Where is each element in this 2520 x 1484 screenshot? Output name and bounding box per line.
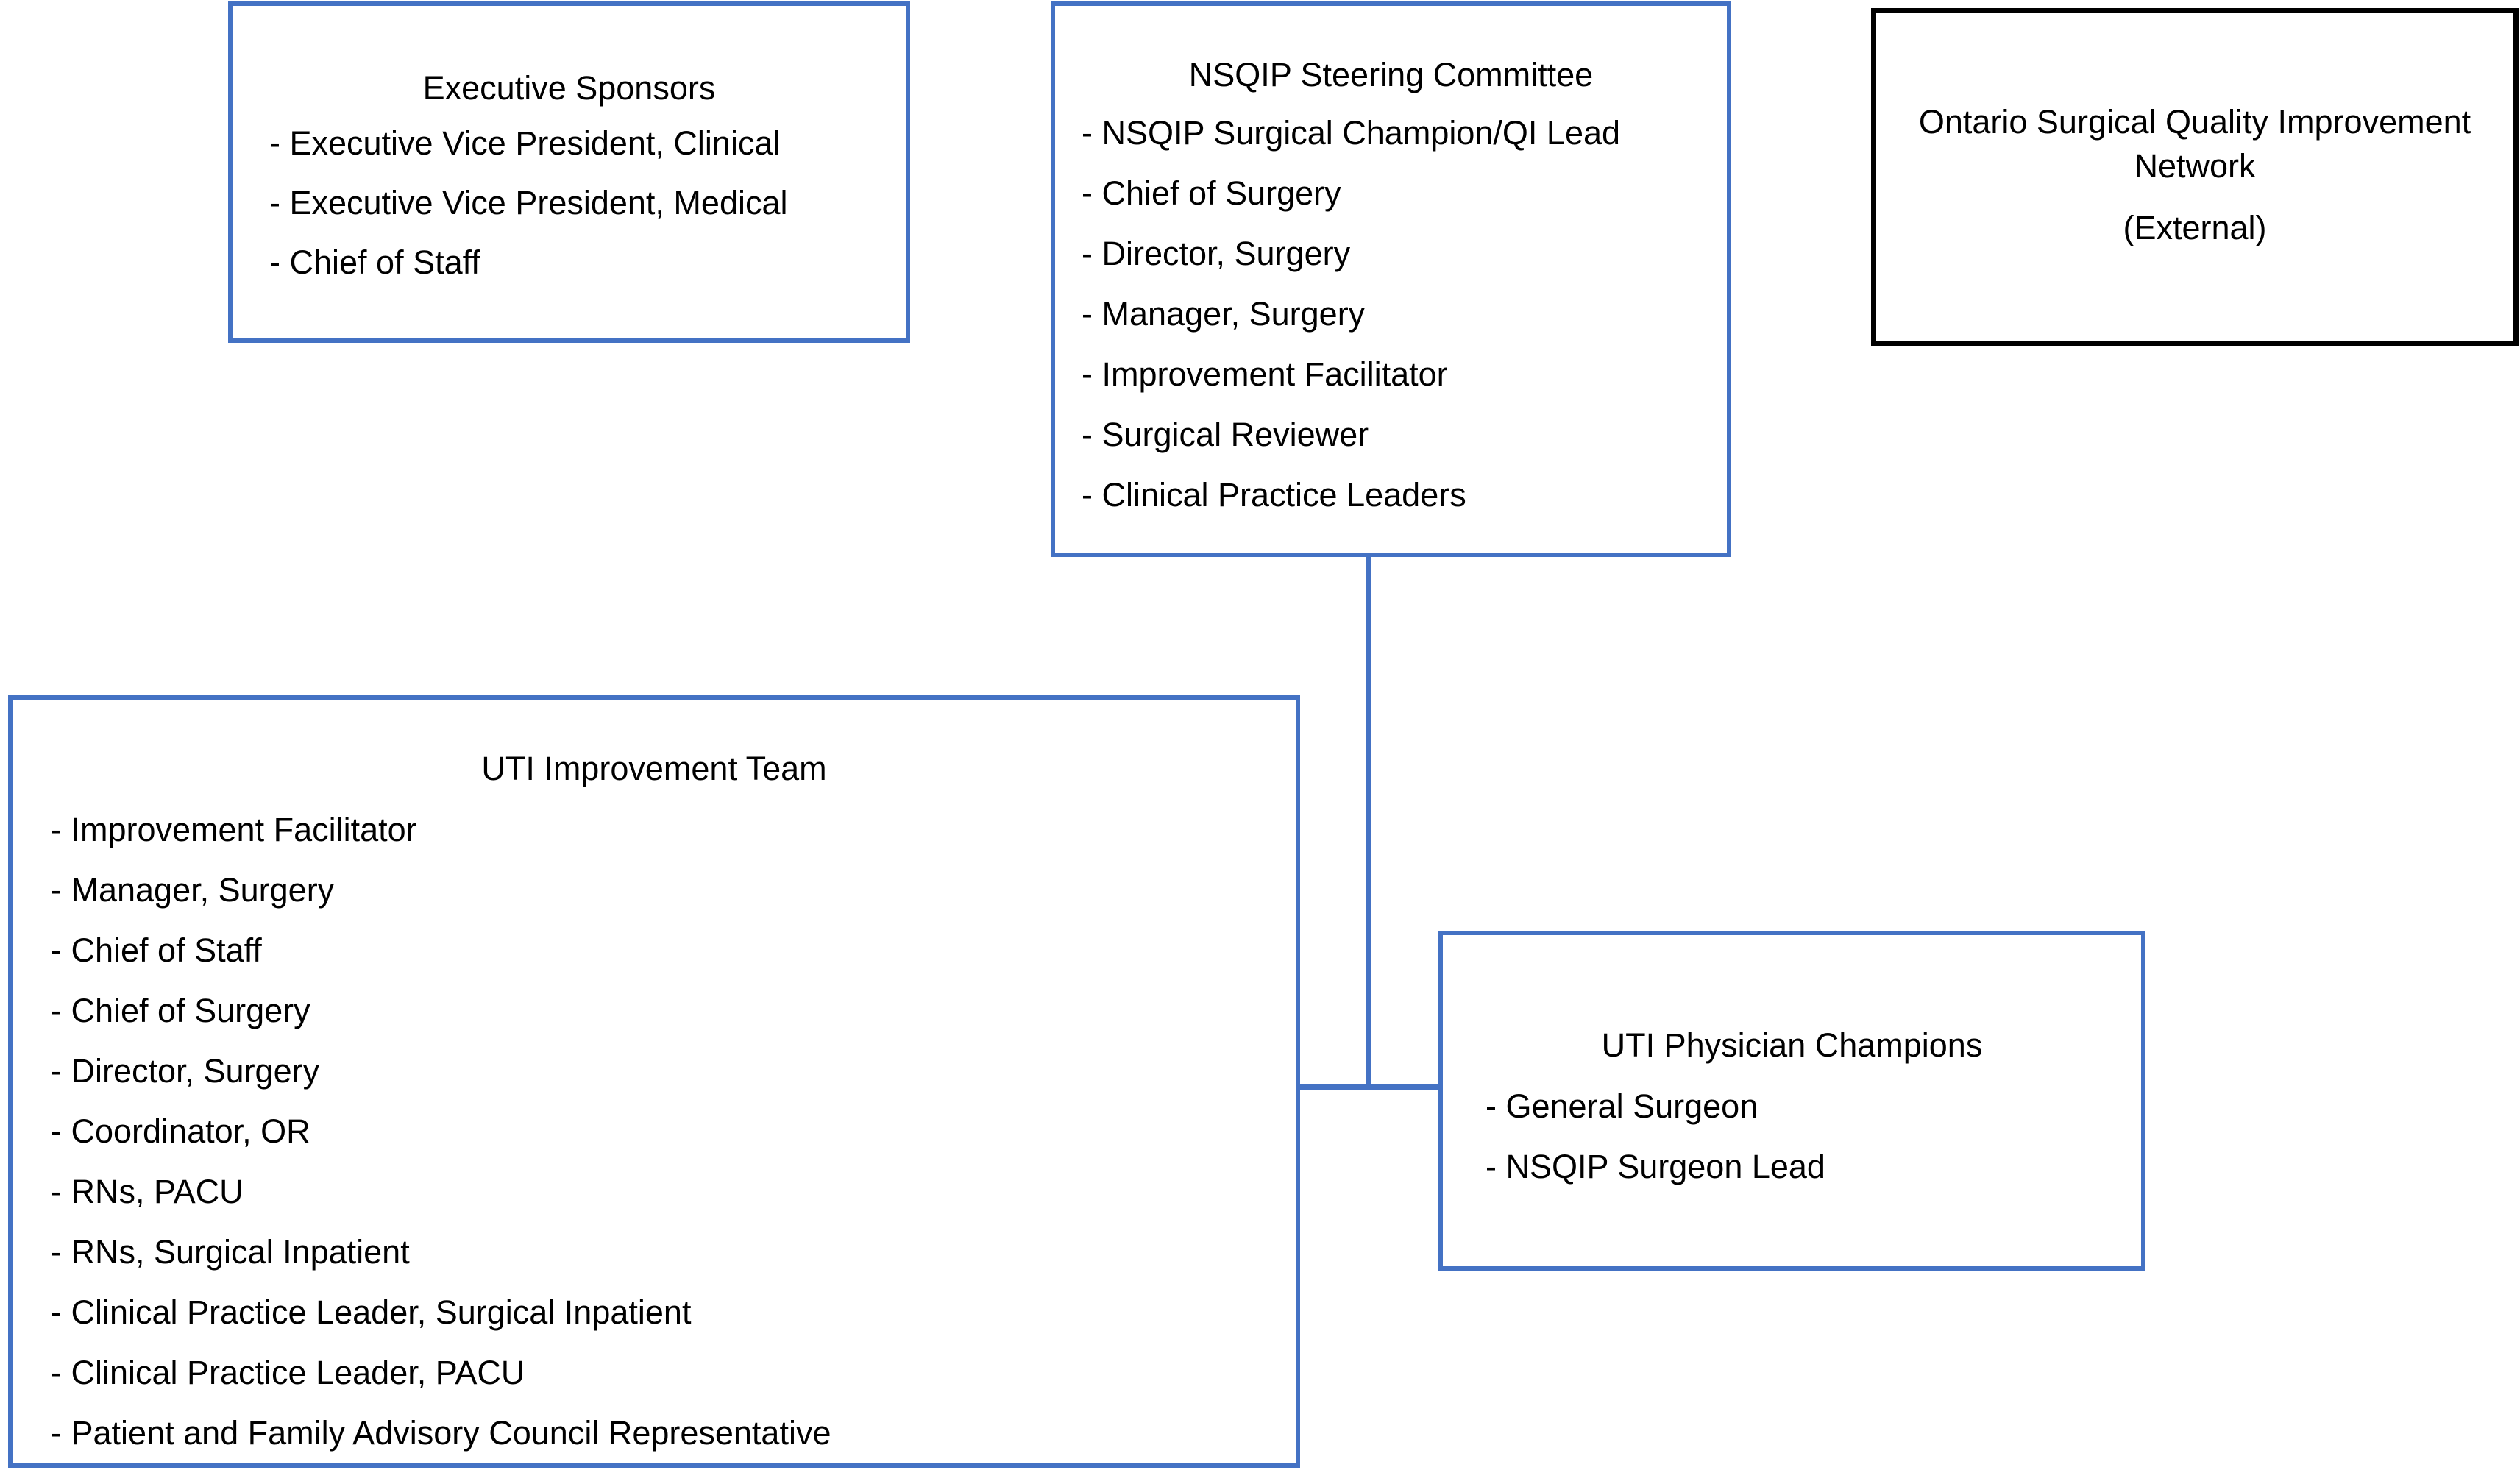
box-items: - General Surgeon - NSQIP Surgeon Lead <box>1443 1076 2141 1197</box>
box-title: UTI Improvement Team <box>481 750 827 787</box>
box-uti-physician-champions: UTI Physician Champions - General Surgeo… <box>1438 931 2145 1271</box>
box-items: - Executive Vice President, Clinical - Ex… <box>233 113 906 292</box>
list-item: - Patient and Family Advisory Council Re… <box>51 1414 831 1452</box>
list-item: - Executive Vice President, Clinical <box>269 124 781 162</box>
list-item: - Director, Surgery <box>51 1052 320 1090</box>
list-item: - Clinical Practice Leaders <box>1082 476 1466 514</box>
list-item: - NSQIP Surgical Champion/QI Lead <box>1082 114 1621 152</box>
list-item: - Clinical Practice Leader, Surgical Inp… <box>51 1293 692 1331</box>
box-items: - NSQIP Surgical Champion/QI Lead - Chief… <box>1055 103 1727 525</box>
box-title: NSQIP Steering Committee <box>1188 56 1594 93</box>
box-executive-sponsors: Executive Sponsors - Executive Vice Pres… <box>228 1 910 343</box>
list-item: - RNs, Surgical Inpatient <box>51 1233 410 1271</box>
box-title: Executive Sponsors <box>422 69 716 107</box>
list-item: - Chief of Surgery <box>51 992 310 1029</box>
connector-line-vertical <box>1366 557 1371 1090</box>
box-uti-improvement-team: UTI Improvement Team - Improvement Facil… <box>8 695 1300 1468</box>
list-item: - Chief of Surgery <box>1082 174 1341 212</box>
list-item: - Manager, Surgery <box>1082 295 1366 333</box>
box-title: Ontario Surgical Quality Improvement Net… <box>1918 103 2480 185</box>
list-item: - NSQIP Surgeon Lead <box>1486 1148 1825 1185</box>
list-item: - Manager, Surgery <box>51 871 335 909</box>
list-item: - Chief of Staff <box>269 244 480 281</box>
list-item: - Executive Vice President, Medical <box>269 184 788 221</box>
list-item: - Improvement Facilitator <box>1082 355 1448 393</box>
box-title: UTI Physician Champions <box>1601 1026 1983 1064</box>
connector-line-horizontal <box>1296 1084 1443 1090</box>
list-item: - Improvement Facilitator <box>51 811 417 848</box>
list-item: - Clinical Practice Leader, PACU <box>51 1354 525 1391</box>
list-item: - Chief of Staff <box>51 931 262 969</box>
list-item: - Surgical Reviewer <box>1082 416 1369 453</box>
list-item: - RNs, PACU <box>51 1173 244 1210</box>
list-item: - Coordinator, OR <box>51 1112 310 1150</box>
box-subtitle: (External) <box>2123 209 2267 246</box>
box-items: - Improvement Facilitator - Manager, Surg… <box>13 800 1296 1463</box>
list-item: - Director, Surgery <box>1082 235 1351 272</box>
box-nsqip-steering-committee: NSQIP Steering Committee - NSQIP Surgica… <box>1051 1 1731 557</box>
box-ontario-network-external: Ontario Surgical Quality Improvement Net… <box>1871 8 2519 346</box>
list-item: - General Surgeon <box>1486 1087 1758 1125</box>
